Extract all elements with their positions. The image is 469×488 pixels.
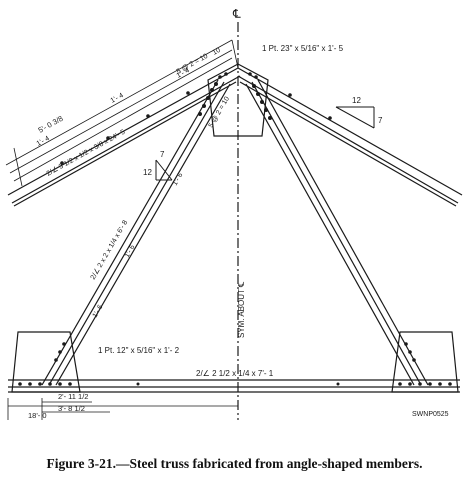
sym-label: SYM. ABOUT ℄ [237,281,246,338]
plate-top-label: 1 Pt. 23" x 5/16" x 1'- 5 [262,44,344,53]
top-dimension-lines [5,39,239,187]
dim-top-10-label: 10 [212,47,222,57]
slope-triangle-left [155,159,173,181]
slope-rise-label: 12 [352,96,361,105]
dim-3-8-label: 3'- 8 1/2 [58,404,85,413]
top-chord-left [7,67,241,207]
slope-left-rise-label: 7 [160,150,165,159]
centerline-symbol-top: ℄ [232,7,241,21]
dim-18-label: 18'- 0 [28,411,47,420]
top-chord-right [237,67,463,207]
dim-2-11-label: 2'- 11 1/2 [58,392,88,401]
diagonal-label: 2/∠ 2 x 2 x 1/4 x 6'- 8 [89,219,130,281]
right-heel-plate [391,331,459,393]
dim-a-label: 1'- 4 [36,135,51,148]
drawing-id: SWNP0525 [412,411,449,418]
bottom-chord-label: 2/∠ 2 1/2 x 1/4 x 7'- 1 [196,369,274,378]
bottom-dimension-lines [7,398,238,420]
slope-triangle-right [335,106,375,129]
left-heel-plate [11,331,81,393]
figure-caption: Figure 3-21.—Steel truss fabricated from… [46,456,423,471]
dim-b-label: 1'- 4 [110,92,125,105]
slope-left-run-label: 12 [143,168,152,177]
dim-total-label: 5'- 0 3/8 [37,114,65,135]
bolt-dots [18,72,452,386]
bottom-chord [8,379,460,393]
diagonal-left [41,79,231,386]
apex-plate [207,63,269,137]
plate-bottom-label: 1 Pt. 12" x 5/16" x 1'- 2 [98,346,180,355]
top-chord-label: 2/∠ 3 1/2 x 1/2 x 3/8 x 24'- 5 [45,128,126,178]
diag-spacing-3-label: 1'- 6 [92,304,105,319]
diag-spacing-1-label: 1'- 6 [172,172,185,187]
diag-spacing-2-label: 1'- 6 [124,244,137,259]
slope-run-label: 7 [378,116,383,125]
diagonal-right [245,79,429,386]
